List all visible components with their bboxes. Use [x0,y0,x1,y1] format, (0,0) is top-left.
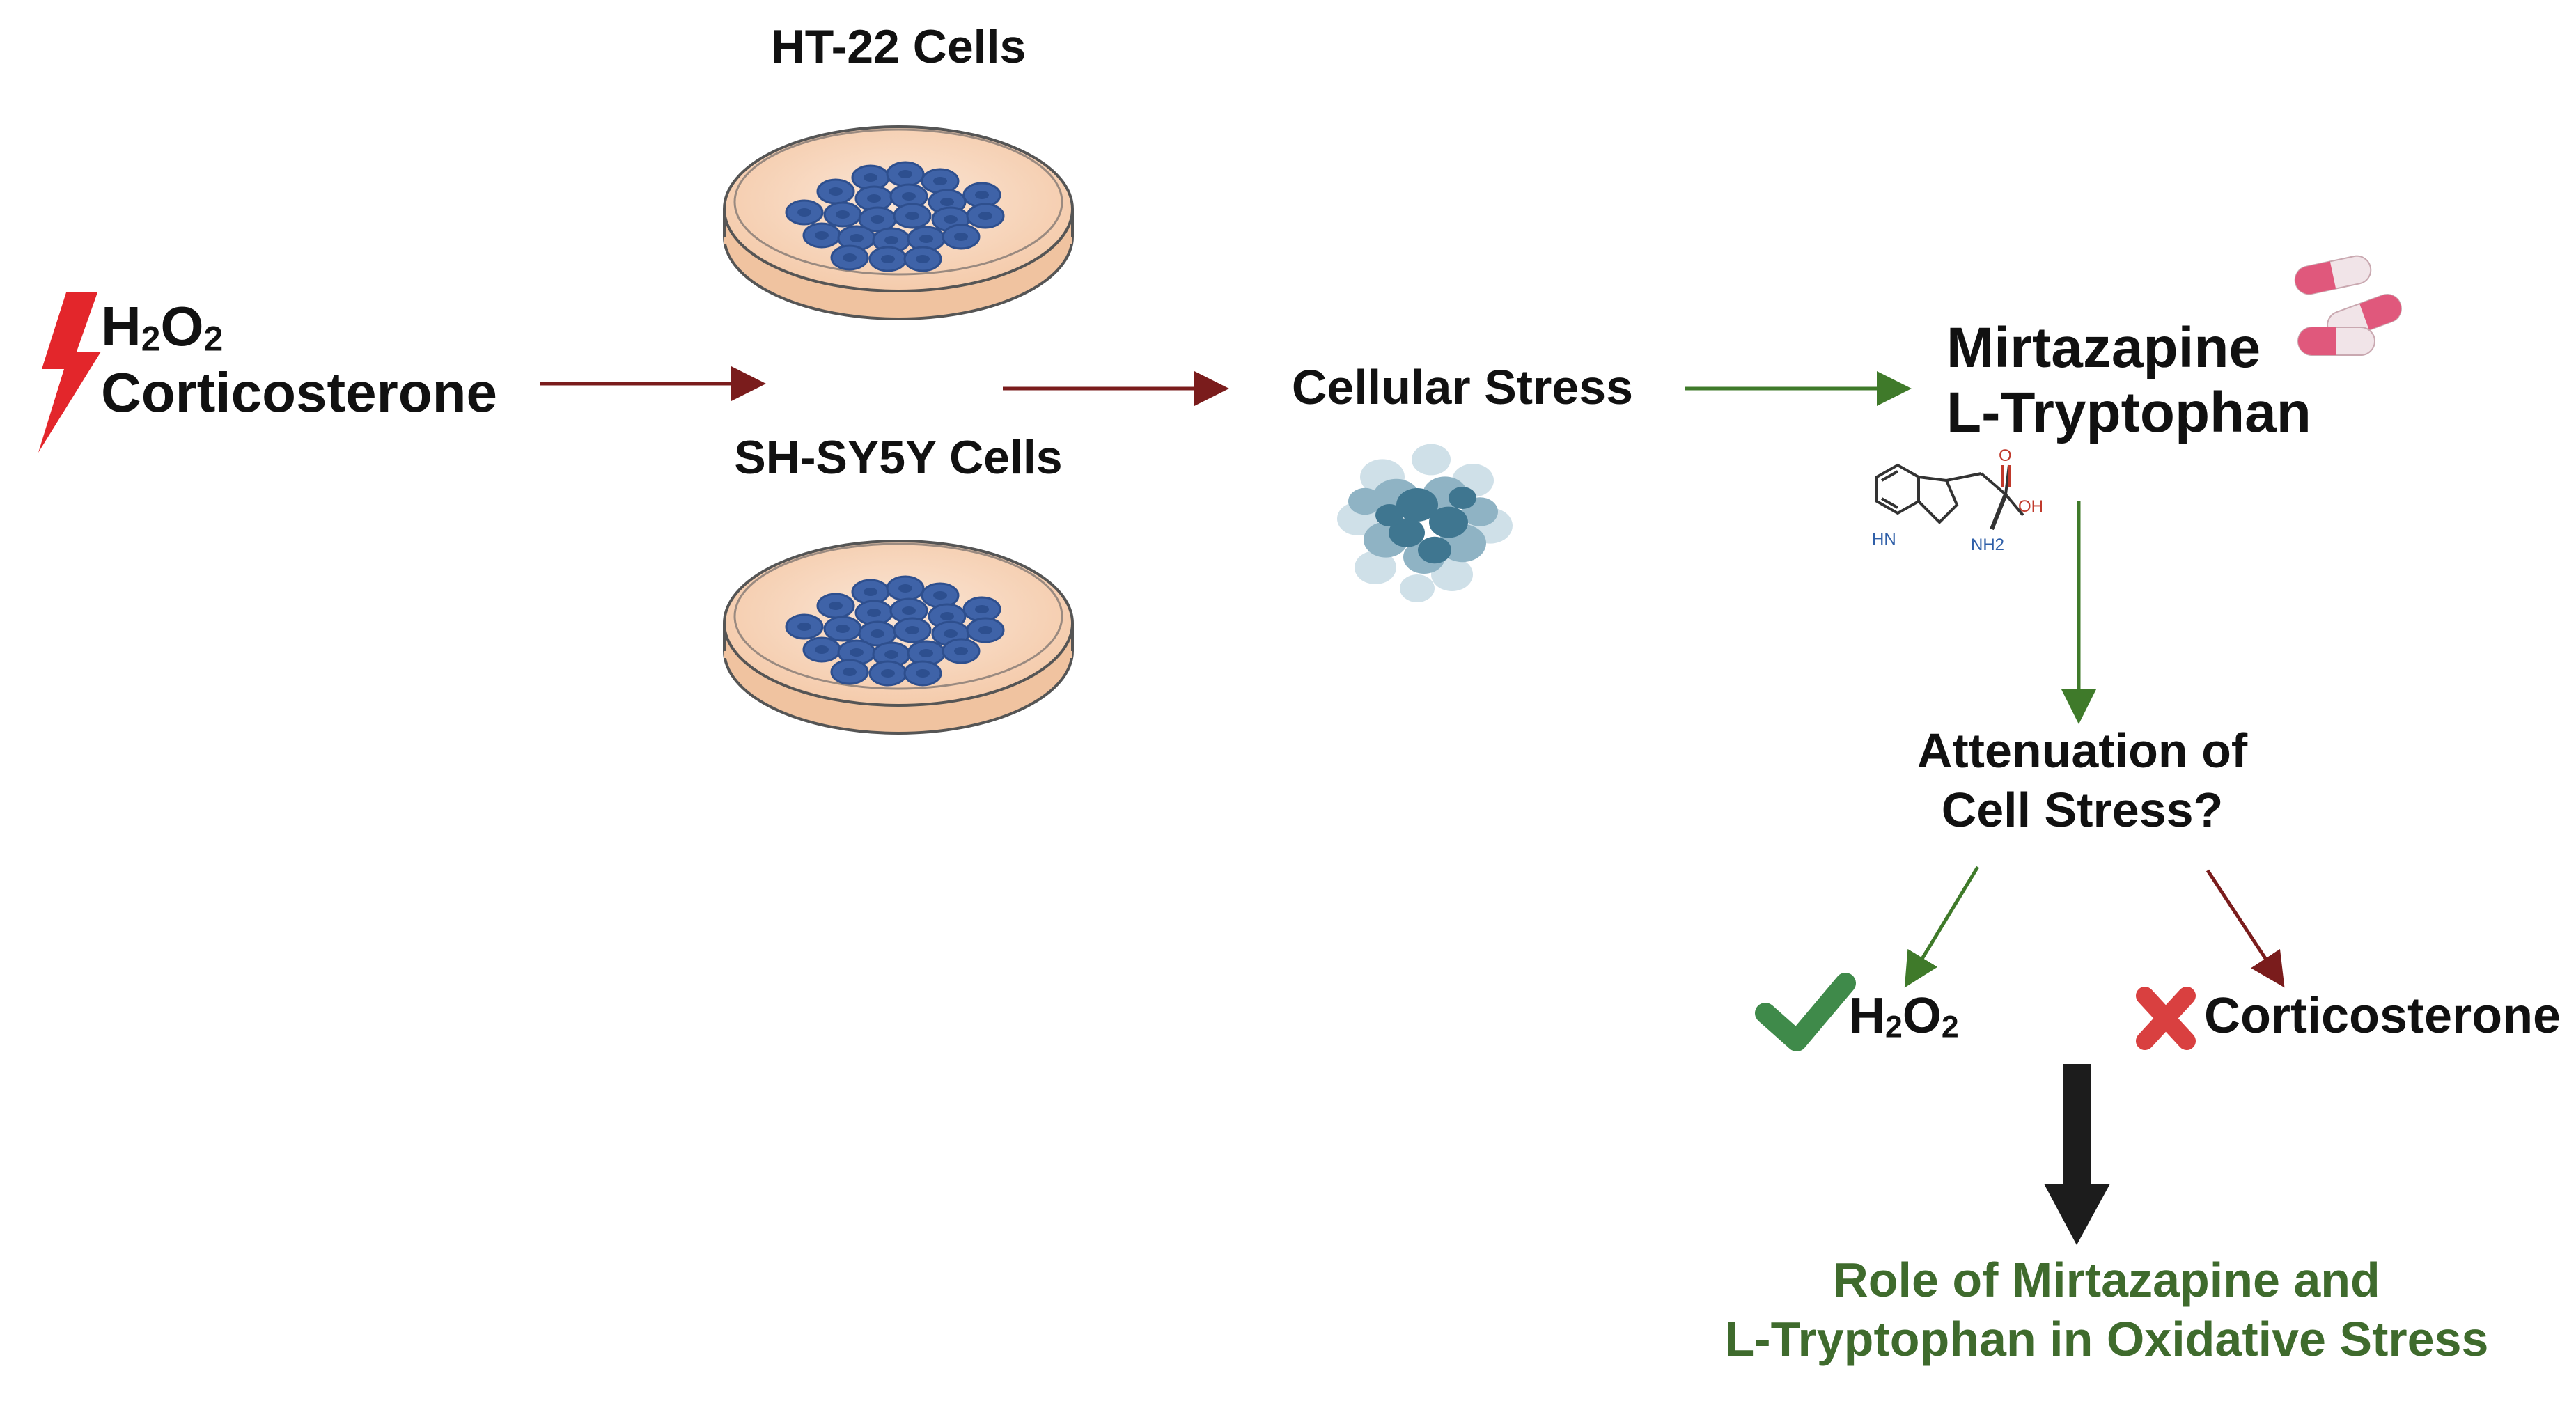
shsy5y-cells-label: SH-SY5Y Cells [734,431,1063,484]
cell [942,638,981,664]
cell [830,244,869,271]
cell [921,582,960,609]
stress-cell-fragment [1389,518,1425,547]
conclusion-line2: L-Tryptophan in Oxidative Stress [1724,1312,2489,1366]
stress-cell-fragment [1449,487,1476,509]
lightning-icon [38,292,101,453]
cell [903,246,942,272]
cell [966,617,1005,643]
cellular-stress-label: Cellular Stress [1291,360,1634,414]
molecule-hn-label: HN [1872,530,1896,549]
cell [802,636,841,663]
tryptophan-molecule-icon [1875,463,2024,531]
cell [903,660,942,687]
cell [868,246,907,272]
big-down-arrow [2044,1064,2110,1245]
attenuation-line1: Attenuation of [1917,723,2248,778]
cell [830,659,869,685]
cell [886,161,925,187]
stress-cell-fragment [1418,536,1451,564]
pill-icon [2294,255,2402,356]
cell [785,613,824,640]
molecule-nh2-label: NH2 [1971,535,2004,554]
cell [893,203,932,229]
molecule-oh-label: OH [2018,497,2043,516]
stress-cell-fragment [1355,551,1396,584]
cell [785,199,824,226]
cell [802,222,841,249]
conclusion-line1: Role of Mirtazapine and [1833,1253,2380,1307]
outcome-corticosterone-label: Corticosterone [2204,988,2561,1044]
arrow-attenuation-to-h2o2 [1904,866,1980,988]
stressor-h2o2-label: H2O2 [101,295,224,359]
stress-cell-fragment [1412,444,1451,476]
cell [942,224,981,250]
cell [886,575,925,602]
outcome-h2o2-label: H2O2 [1849,988,1959,1044]
arrow-attenuation-to-corticosterone [2206,869,2285,988]
mirtazapine-label: Mirtazapine [1946,316,2261,379]
attenuation-line2: Cell Stress? [1941,783,2224,837]
stress-cell-fragment [1400,574,1435,602]
cell [921,168,960,194]
molecule-o-label: O [1999,446,2012,465]
stressor-corticosterone-label: Corticosterone [101,361,497,423]
cell [823,201,862,228]
stressed-cells-icon [1337,444,1513,602]
cell [816,593,855,619]
stress-cell-fragment [1348,487,1382,515]
cross-icon [2136,987,2196,1050]
stress-cell-fragment [1429,506,1468,538]
cell [823,616,862,642]
stress-cell-fragment [1375,504,1403,526]
cell [893,617,932,643]
stress-cell-fragment [1396,488,1438,522]
ht22-cells-label: HT-22 Cells [770,20,1027,73]
cell [868,660,907,687]
cell [966,203,1005,229]
cell [816,178,855,205]
check-icon [1755,973,1856,1051]
ltryptophan-label: L-Tryptophan [1946,381,2311,444]
